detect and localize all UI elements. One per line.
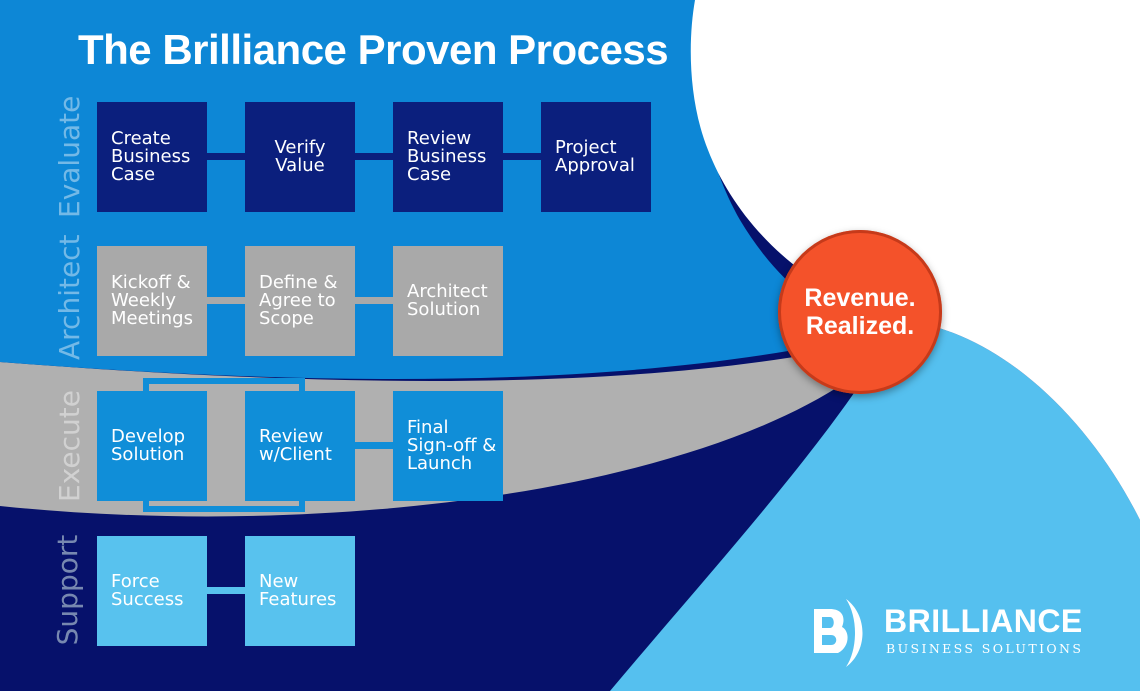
brilliance-b-icon bbox=[814, 599, 863, 667]
step-define-agree-scope: Define & Agree to Scope bbox=[245, 246, 355, 356]
badge-line-1: Revenue. bbox=[804, 284, 916, 312]
phase-label-evaluate: Evaluate bbox=[53, 95, 86, 218]
step-new-features: New Features bbox=[245, 536, 355, 646]
revenue-realized-badge: Revenue. Realized. bbox=[778, 230, 942, 394]
step-force-success: Force Success bbox=[97, 536, 207, 646]
connector-architect-2 bbox=[355, 297, 393, 304]
brilliance-logo: BRILLIANCE BUSINESS SOLUTIONS bbox=[812, 597, 1112, 669]
phase-label-support: Support bbox=[51, 534, 84, 646]
light-blue-wedge bbox=[610, 320, 1140, 691]
step-project-approval: Project Approval bbox=[541, 102, 651, 212]
step-kickoff-weekly-meetings: Kickoff & Weekly Meetings bbox=[97, 246, 207, 356]
connector-evaluate-2 bbox=[355, 153, 393, 160]
step-develop-solution: Develop Solution bbox=[97, 391, 207, 501]
connector-architect-1 bbox=[207, 297, 245, 304]
badge-line-2: Realized. bbox=[805, 312, 915, 340]
connector-evaluate-1 bbox=[207, 153, 245, 160]
step-final-signoff-launch: Final Sign-off & Launch bbox=[393, 391, 503, 501]
phase-label-architect: Architect bbox=[53, 234, 86, 360]
step-architect-solution: Architect Solution bbox=[393, 246, 503, 356]
step-review-with-client: Review w/Client bbox=[245, 391, 355, 501]
connector-execute-1 bbox=[355, 442, 393, 449]
step-create-business-case: Create Business Case bbox=[97, 102, 207, 212]
logo-tagline: BUSINESS SOLUTIONS bbox=[886, 641, 1084, 656]
logo-name: BRILLIANCE bbox=[884, 603, 1083, 639]
connector-support-1 bbox=[207, 587, 245, 594]
page-title: The Brilliance Proven Process bbox=[78, 26, 669, 73]
connector-evaluate-3 bbox=[503, 153, 541, 160]
phase-label-execute: Execute bbox=[53, 390, 86, 502]
step-review-business-case: Review Business Case bbox=[393, 102, 503, 212]
step-verify-value: Verify Value bbox=[245, 102, 355, 212]
